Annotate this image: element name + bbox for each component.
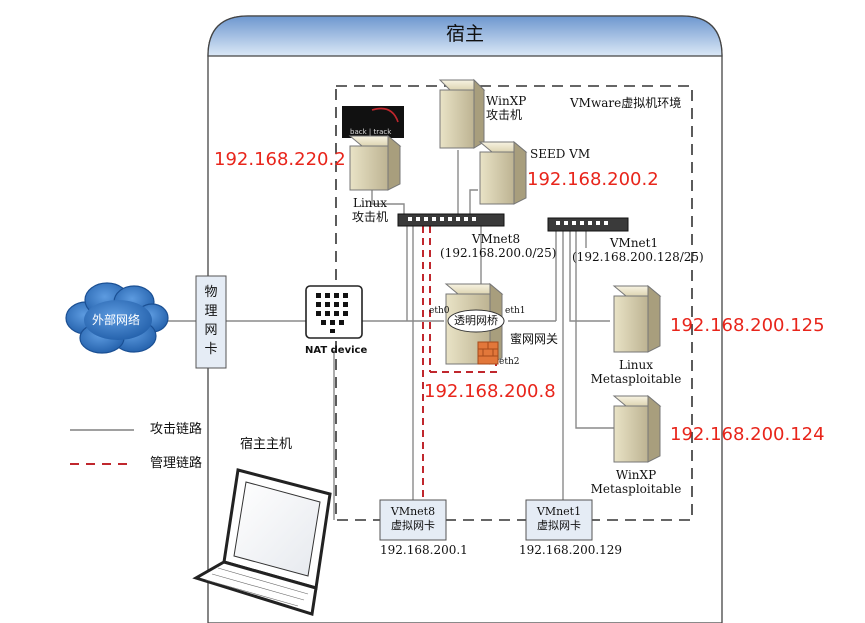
physical-nic-char: 卡 [204,342,218,357]
linux-attacker-line2: 攻击机 [351,210,388,224]
seed-vm-server-icon [478,140,528,205]
vmnet1-switch-line2: (192.168.200.128/25) [572,250,704,264]
winxp-meta-label: WinXP Metasploitable [586,468,686,496]
bridge-ellipse [447,309,505,333]
gateway-eth2-label: eth2 [499,357,520,367]
vmnet1-switch-icon [547,217,629,232]
legend-attack-label: 攻击链路 [150,422,203,437]
vmnet1-nic-line1: VMnet1 [536,505,582,518]
vmnet8-nic-ip: 192.168.200.1 [380,543,468,557]
vmnet1-nic-box [525,499,593,541]
winxp-metasploitable-server-icon [612,394,662,463]
linux-meta-ip: 192.168.200.125 [670,315,825,336]
vmnet1-nic-line2: 虚拟网卡 [537,519,581,532]
winxp-meta-line1: WinXP [615,468,657,482]
linux-attacker-line1: Linux [352,196,388,210]
vmnet8-nic-line1: VMnet8 [390,505,436,518]
vmnet1-switch-label: VMnet1 (192.168.200.128/25) [572,236,704,264]
winxp-attacker-line1: WinXP [486,94,527,108]
attack-links [150,150,614,520]
linux-meta-line2: Metasploitable [590,372,682,386]
laptop-icon [192,468,332,616]
winxp-meta-ip: 192.168.200.124 [670,424,825,445]
host-title: 宿主 [446,23,485,45]
backtrack-logo-text: back | track [350,128,392,136]
legend [70,429,134,465]
gateway-eth0-label: eth0 [429,306,450,316]
vmnet1-nic-ip: 192.168.200.129 [519,543,623,557]
vmware-env-label: VMware虚拟机环境 [570,96,682,110]
physical-nic-char: 理 [204,304,218,319]
gateway-name-label: 蜜网网关 [510,332,559,346]
vmnet8-switch-line1: VMnet8 [471,232,521,246]
seed-vm-label: SEED VM [530,147,591,161]
winxp-meta-line2: Metasploitable [590,482,682,496]
backtrack-logo [342,106,404,138]
bridge-label: 透明网桥 [454,314,498,327]
linux-attacker-server-icon [348,134,402,191]
internet-cloud [65,282,169,354]
legend-manage-label: 管理链路 [150,456,203,471]
physical-nic-char: 网 [204,323,218,338]
linux-meta-line1: Linux [618,358,654,372]
vmnet8-nic-line2: 虚拟网卡 [391,519,435,532]
linux-meta-label: Linux Metasploitable [586,358,686,386]
nat-device-label: NAT device [305,345,368,356]
winxp-attacker-label: WinXP 攻击机 [486,94,526,122]
vmnet8-switch-line2: (192.168.200.0/25) [440,246,557,260]
vmnet1-switch-line1: VMnet1 [609,236,659,250]
physical-nic-box [195,275,227,369]
manage-links [422,226,497,500]
host-machine-label: 宿主主机 [240,437,293,452]
vmnet8-switch-label: VMnet8 (192.168.200.0/25) [440,232,557,260]
vmnet8-nic-box [379,499,447,541]
vmnet8-nic-label: VMnet8 虚拟网卡 [380,505,446,533]
vmnet1-nic-label: VMnet1 虚拟网卡 [526,505,592,533]
linux-attacker-label: Linux 攻击机 [340,196,400,224]
linux-attacker-ip: 192.168.220.2 [214,149,346,170]
physical-nic-char: 物 [204,285,218,300]
gateway-eth1-label: eth1 [505,306,526,316]
winxp-attacker-server-icon [438,78,486,149]
gateway-ip: 192.168.200.8 [424,381,556,402]
linux-metasploitable-server-icon [612,284,662,353]
internet-label: 外部网络 [92,313,141,327]
firewall-icon [477,341,499,365]
winxp-attacker-line2: 攻击机 [486,108,523,122]
physical-nic-label: 物 理 网 卡 [196,283,226,359]
nat-device-icon [305,285,363,339]
vmnet8-switch-icon [397,213,505,227]
seed-vm-ip: 192.168.200.2 [527,169,659,190]
